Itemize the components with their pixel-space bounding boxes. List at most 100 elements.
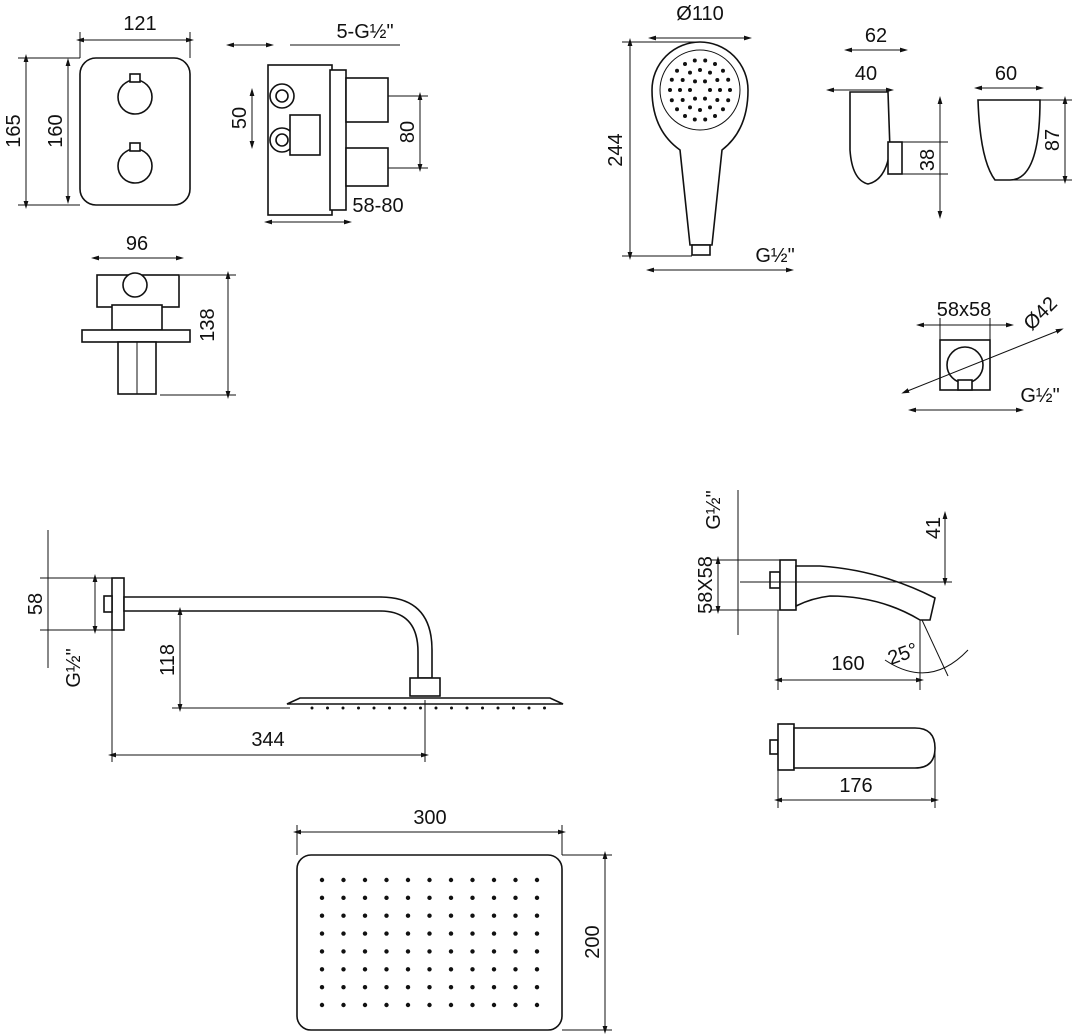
nozzle-dot: [319, 895, 325, 901]
nozzle-dot: [384, 949, 389, 954]
side-nozzle: [341, 706, 345, 710]
nozzle-dot: [341, 967, 346, 972]
nozzle-dot: [448, 895, 454, 901]
nozzle-dot: [405, 931, 411, 936]
hand-shower-nozzle: [675, 68, 680, 73]
nozzle-dot: [384, 984, 389, 990]
dim-height: 41: [923, 517, 945, 539]
nozzle-dot: [513, 984, 518, 990]
dim-flange: 58: [25, 593, 47, 615]
hand-shower-nozzle: [720, 107, 725, 112]
hand-shower-nozzle: [703, 58, 708, 63]
hand-shower-nozzle: [728, 88, 732, 92]
nozzle-dot: [405, 877, 411, 883]
hand-shower-nozzle: [703, 79, 707, 84]
dim-reach: 344: [251, 729, 284, 751]
hand-shower-nozzle: [688, 105, 692, 110]
nozzle-dot: [341, 913, 346, 918]
nozzle-dot: [513, 931, 518, 936]
hand-shower-nozzle: [692, 117, 697, 122]
dim-thread: G½": [1020, 385, 1059, 407]
side-nozzle: [357, 706, 360, 710]
hand-shower-nozzle: [680, 98, 685, 102]
nozzle-dot: [491, 984, 497, 990]
nozzle-dot: [405, 967, 411, 972]
nozzle-dot: [405, 1002, 411, 1008]
dim-connections: 5-G½": [336, 21, 393, 43]
thermostat-front-view: 121 165 160: [3, 13, 194, 209]
dim-width-outer: 62: [865, 25, 887, 47]
nozzle-dot: [427, 931, 432, 936]
dim-diameter: Ø110: [676, 3, 723, 25]
nozzle-dot: [319, 931, 325, 936]
nozzle-dot: [362, 877, 368, 883]
side-nozzle: [310, 706, 314, 710]
nozzle-dot: [491, 913, 497, 918]
hand-shower-nozzle: [683, 62, 687, 67]
hand-shower-nozzle: [688, 70, 692, 75]
bath-spout-top-view: 176: [769, 723, 939, 808]
nozzle-dot: [448, 967, 454, 972]
dim-angle: 25°: [885, 639, 921, 670]
nozzle-dot: [319, 877, 325, 883]
dim-thread: G½": [755, 245, 794, 267]
nozzle-dot: [470, 913, 475, 918]
dim-depth: 138: [197, 308, 219, 341]
side-nozzle: [403, 706, 407, 710]
shower-arm: 58 G½" 118 344: [25, 530, 564, 762]
nozzle-dot: [362, 913, 368, 918]
nozzle-dot: [384, 967, 389, 972]
nozzle-dot: [513, 1002, 518, 1008]
nozzle-dot: [491, 949, 497, 954]
dim-length: 176: [839, 775, 872, 797]
side-nozzle: [450, 706, 453, 710]
nozzle-dot: [427, 967, 432, 972]
nozzle-dot: [427, 984, 432, 990]
nozzle-dot: [427, 877, 432, 883]
dim-spacing-left: 50: [229, 107, 251, 129]
nozzle-dot: [405, 949, 411, 954]
hand-shower-nozzle: [688, 88, 692, 92]
hand-shower-nozzle: [669, 77, 674, 82]
nozzle-dot: [534, 967, 540, 972]
nozzle-dot: [470, 1002, 475, 1008]
dim-spacing-right: 80: [397, 121, 419, 143]
dim-width: 300: [413, 807, 446, 829]
nozzle-dot: [470, 949, 475, 954]
wall-spout: G½" 41 58X58 25° 160: [695, 490, 969, 690]
dim-width: 121: [123, 13, 156, 35]
dim-length: 244: [605, 133, 627, 166]
nozzle-dot: [513, 895, 518, 901]
hand-shower-nozzle: [703, 96, 707, 101]
nozzle-dot: [427, 895, 432, 901]
hand-shower-nozzle: [693, 96, 697, 101]
nozzle-dot: [448, 877, 454, 883]
side-nozzle: [527, 706, 531, 710]
nozzle-dot: [319, 984, 325, 990]
dim-depth: 58-80: [352, 195, 403, 217]
dim-width-inner: 40: [855, 63, 877, 85]
nozzle-dot: [427, 913, 432, 918]
wall-outlet: 58x58 Ø42 G½": [901, 293, 1064, 413]
nozzle-dot: [341, 931, 346, 936]
dim-thread: G½": [63, 648, 85, 687]
nozzle-dot: [427, 1002, 432, 1008]
nozzle-dot: [513, 877, 518, 883]
dim-height-outer: 165: [3, 114, 25, 147]
side-nozzle: [496, 706, 500, 710]
nozzle-dot: [405, 984, 411, 990]
side-nozzle: [388, 706, 391, 710]
dim-length: 160: [831, 653, 864, 675]
hand-shower-nozzle: [669, 98, 674, 103]
hand-shower: Ø110 244 G½": [605, 3, 795, 273]
side-nozzle: [465, 706, 469, 710]
rain-shower-top-view: 300 200: [293, 807, 612, 1034]
nozzle-dot: [319, 949, 325, 954]
dim-width: 96: [126, 233, 148, 255]
nozzle-dot: [405, 913, 411, 918]
nozzle-dot: [534, 1002, 540, 1008]
hand-shower-nozzle: [708, 70, 712, 75]
nozzle-dot: [491, 877, 497, 883]
nozzle-dot: [491, 967, 497, 972]
